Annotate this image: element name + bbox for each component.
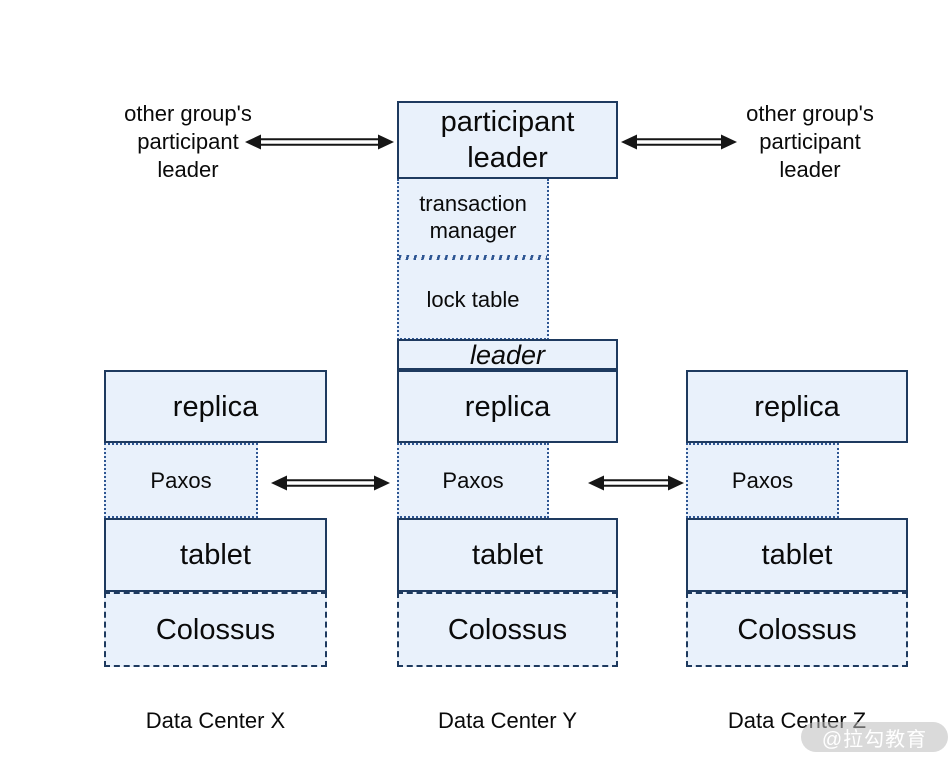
replica-box-z: replica: [686, 370, 908, 443]
tablet-label-x: tablet: [180, 539, 251, 571]
tablet-box-z: tablet: [686, 518, 908, 592]
paxos-box-x: Paxos: [104, 443, 258, 518]
replica-label-x: replica: [172, 390, 259, 423]
colossus-label-x: Colossus: [155, 613, 276, 646]
colossus-box-y: Colossus: [397, 592, 618, 667]
colossus-label-y: Colossus: [447, 613, 568, 646]
paxos-label-x: Paxos: [150, 468, 212, 493]
leader-box: leader: [397, 339, 618, 370]
replica-box-y: replica: [397, 370, 618, 443]
leader-label: leader: [469, 339, 546, 370]
other-group-leader-label-left: other group's participant leader: [124, 101, 252, 182]
transaction-manager-lock-table-group: transaction manager lock table: [397, 179, 549, 340]
watermark-badge: @拉勾教育: [801, 722, 948, 752]
tablet-box-y: tablet: [397, 518, 618, 592]
paxos-box-y: Paxos: [397, 443, 549, 518]
replica-label-y: replica: [464, 390, 551, 423]
datacenter-x-label: Data Center X: [145, 708, 286, 733]
tablet-label-z: tablet: [761, 539, 833, 571]
tablet-label-y: tablet: [472, 539, 543, 571]
colossus-box-z: Colossus: [686, 592, 908, 667]
participant-leader-label: participant leader: [440, 106, 575, 174]
arrow-paxos-y-z: [588, 475, 684, 491]
paxos-label-z: Paxos: [731, 468, 794, 493]
watermark-text: @拉勾教育: [821, 728, 928, 751]
transaction-manager-box: transaction manager: [399, 179, 547, 255]
colossus-box-x: Colossus: [104, 592, 327, 667]
replica-box-x: replica: [104, 370, 327, 443]
arrow-otherleader-right: [621, 134, 737, 150]
other-group-leader-label-right: other group's participant leader: [746, 101, 874, 182]
paxos-box-z: Paxos: [686, 443, 839, 518]
colossus-label-z: Colossus: [737, 613, 857, 646]
lock-table-box: lock table: [399, 260, 547, 338]
transaction-manager-label: transaction manager: [419, 191, 527, 243]
paxos-label-y: Paxos: [442, 468, 504, 493]
datacenter-y-label: Data Center Y: [437, 708, 577, 733]
hatched-divider: [399, 255, 547, 260]
participant-leader-box: participant leader: [397, 101, 618, 179]
replica-label-z: replica: [754, 390, 840, 423]
tablet-box-x: tablet: [104, 518, 327, 592]
lock-table-label: lock table: [426, 286, 520, 312]
arrow-paxos-x-y: [271, 475, 390, 491]
